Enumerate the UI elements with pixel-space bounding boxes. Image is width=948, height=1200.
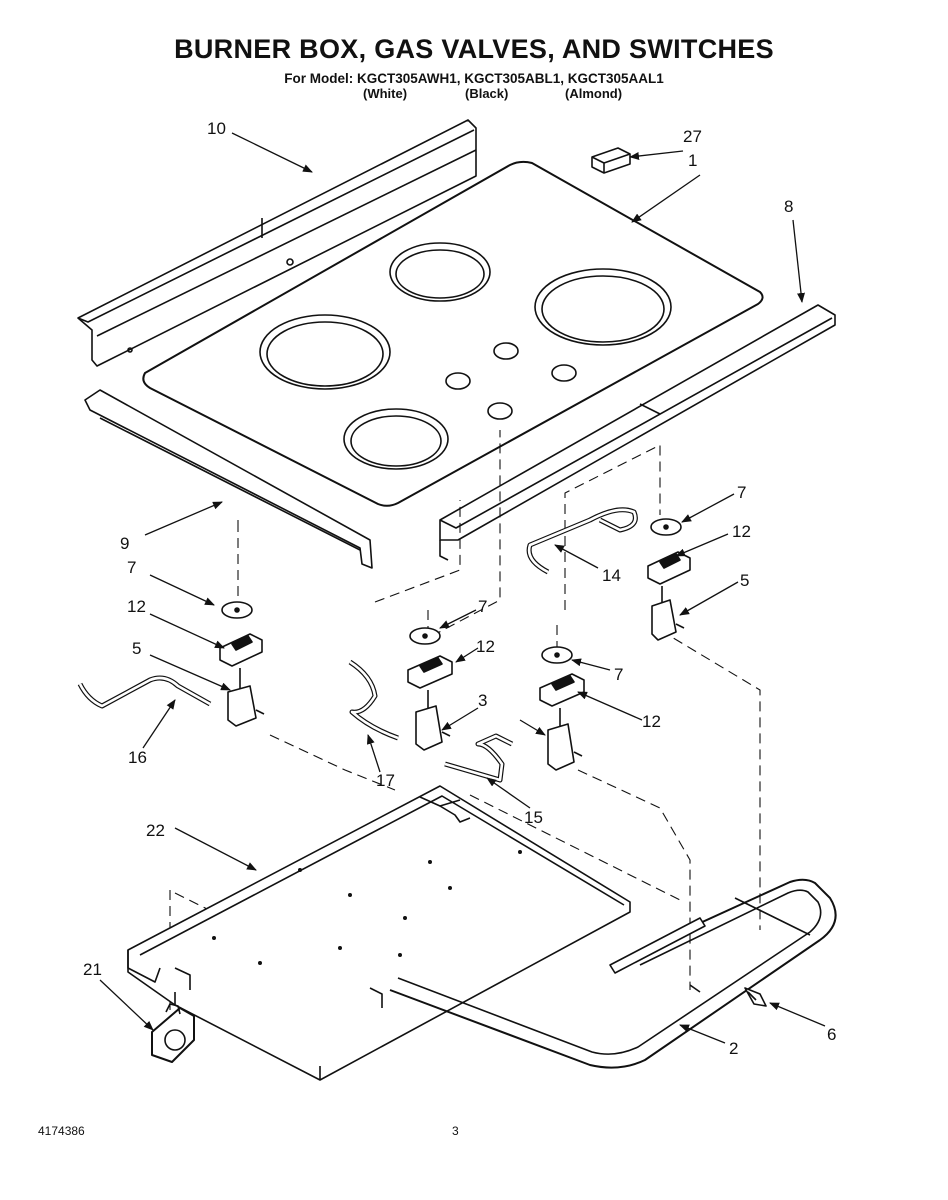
callout-1: 1 [688,151,697,170]
callout-5-left: 5 [132,639,141,658]
callout-2: 2 [729,1039,738,1058]
callout-7-left: 7 [127,558,136,577]
callout-14: 14 [602,566,621,585]
callout-labels: 10 27 1 8 9 7 12 5 16 17 7 12 3 15 7 12 … [83,119,836,1058]
callout-21: 21 [83,960,102,979]
part-8-side-rail [439,304,836,561]
callout-16: 16 [128,748,147,767]
switches [219,551,691,707]
callout-7-right: 7 [737,483,746,502]
callout-8: 8 [784,197,793,216]
part-2-burner-tube [389,878,837,1069]
page-title: BURNER BOX, GAS VALVES, AND SWITCHES [174,34,774,64]
callout-5-right: 5 [740,571,749,590]
callout-12-left: 12 [127,597,146,616]
variant-almond: (Almond) [565,86,623,101]
part-10-rear-rail [77,119,477,367]
model-line: For Model: KGCT305AWH1, KGCT305ABL1, KGC… [284,71,664,86]
leader-arrows [99,132,826,1044]
callout-12-center: 12 [642,712,661,731]
part-9-front-rail [84,389,373,569]
part-1-cooktop [142,160,764,507]
callout-15: 15 [524,808,543,827]
callout-7-center: 7 [614,665,623,684]
part-21-regulator [151,1003,195,1063]
part-6-screw [744,987,767,1007]
callout-7-mid: 7 [478,597,487,616]
variant-black: (Black) [465,86,509,101]
valves [227,586,685,771]
callout-12-right: 12 [732,522,751,541]
page-number: 3 [452,1124,459,1138]
callout-17: 17 [376,771,395,790]
callout-3: 3 [478,691,487,710]
callout-6: 6 [827,1025,836,1044]
callout-10: 10 [207,119,226,138]
part-22-burner-box [127,785,631,1081]
callout-9: 9 [120,534,129,553]
document-number: 4174386 [38,1124,85,1138]
gas-tubes [77,507,638,783]
burner-box-holes [212,850,522,965]
callout-22: 22 [146,821,165,840]
callout-12-mid: 12 [476,637,495,656]
callout-27: 27 [683,127,702,146]
part-27-clip [591,147,631,174]
variant-white: (White) [363,86,408,101]
washers [221,518,682,664]
